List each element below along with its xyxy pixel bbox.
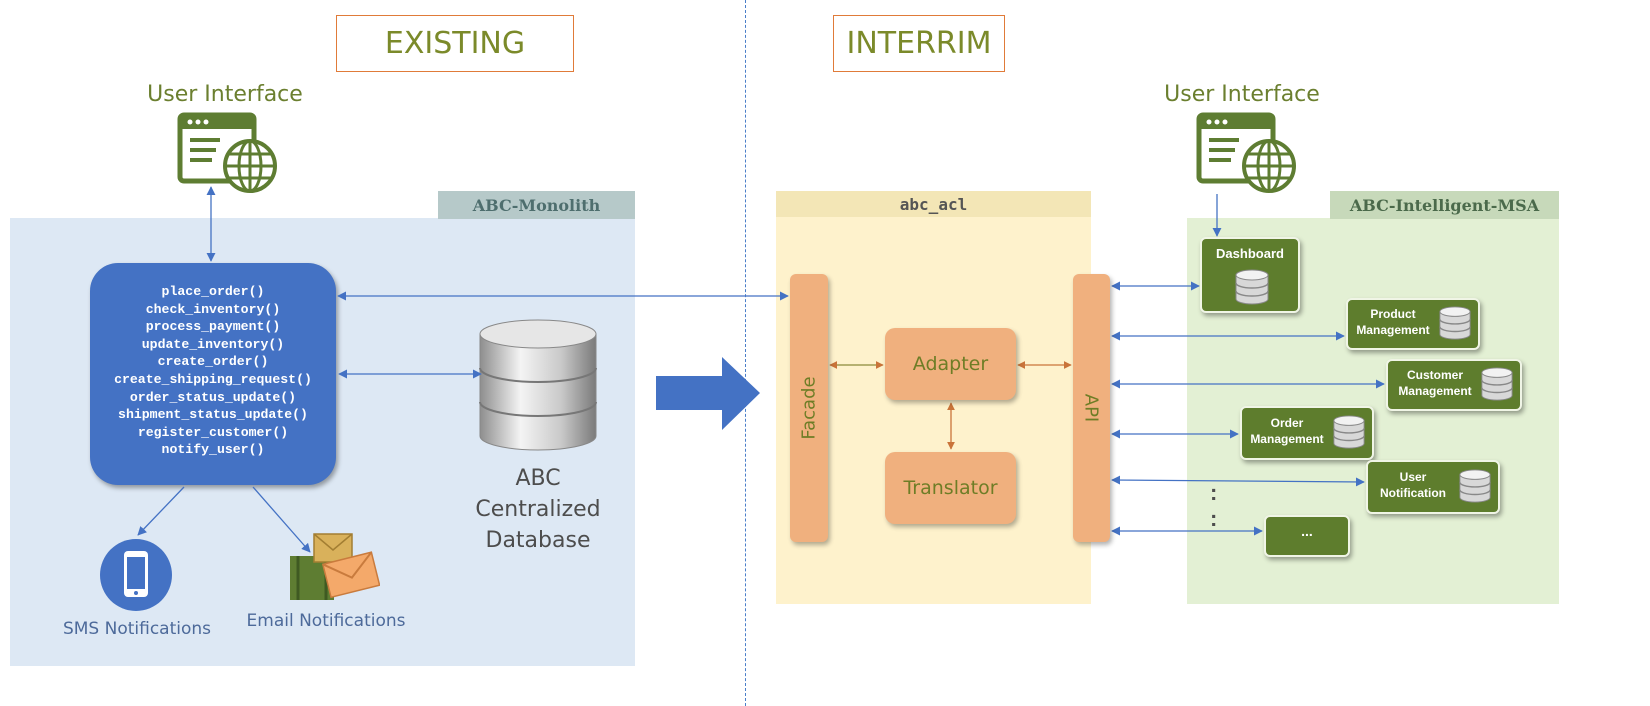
monolith-functions-box: place_order() check_inventory() process_…: [90, 263, 336, 485]
function-item: register_customer(): [137, 424, 289, 440]
facade-label: Facade: [798, 376, 820, 440]
envelope-icon: [288, 528, 381, 604]
user-notification-service: User Notification: [1366, 460, 1500, 514]
function-item: notify_user(): [161, 442, 265, 458]
facade-bar: [790, 274, 828, 542]
existing-ui-title: User Interface: [147, 82, 303, 107]
monolith-sms-connector: [137, 486, 185, 536]
small-database-icon: [1481, 367, 1513, 401]
monolith-label: ABC-Monolith: [438, 191, 635, 219]
function-item: process_payment(): [145, 319, 281, 335]
small-database-icon: [1439, 306, 1471, 340]
api-notification-connector: [1111, 475, 1365, 487]
interim-heading-text: INTERRIM: [846, 26, 992, 61]
api-bar: [1073, 274, 1110, 542]
dashboard-service: Dashboard: [1200, 237, 1300, 313]
database-caption: ABC Centralized Database: [475, 466, 601, 553]
customer-management-service: Customer Management: [1386, 359, 1522, 411]
small-database-icon: [1235, 269, 1269, 305]
function-item: create_order(): [157, 354, 269, 370]
more-services: ...: [1264, 515, 1350, 557]
small-database-icon: [1459, 469, 1491, 503]
acl-region: [776, 216, 1091, 604]
acl-label: abc_acl: [776, 191, 1091, 217]
order-management-service: Order Management: [1240, 406, 1374, 460]
transition-arrow: [656, 357, 760, 430]
function-item: check_inventory(): [145, 301, 281, 317]
adapter-box: Adapter: [885, 328, 1016, 400]
translator-box: Translator: [885, 452, 1016, 524]
small-database-icon: [1333, 415, 1365, 449]
function-item: shipment_status_update(): [118, 407, 308, 423]
function-item: create_shipping_request(): [114, 371, 312, 387]
interim-heading: INTERRIM: [833, 15, 1005, 72]
product-management-service: Product Management: [1346, 298, 1480, 350]
phone-icon: [98, 537, 174, 613]
browser-globe-icon: [176, 112, 280, 194]
monolith-email-connector: [252, 486, 311, 553]
function-item: update_inventory(): [141, 336, 285, 352]
api-label: API: [1080, 393, 1102, 423]
existing-heading: EXISTING: [336, 15, 574, 72]
email-caption: Email Notifications: [246, 611, 406, 631]
function-item: place_order(): [161, 284, 265, 299]
function-item: order_status_update(): [129, 389, 297, 405]
existing-heading-text: EXISTING: [384, 26, 526, 61]
database-icon: [476, 318, 600, 452]
msa-label: ABC-Intelligent-MSA: [1330, 191, 1559, 219]
vertical-ellipsis: : :: [1210, 480, 1218, 531]
sms-caption: SMS Notifications: [62, 619, 212, 639]
browser-globe-icon: [1195, 112, 1299, 194]
section-divider: [745, 0, 746, 706]
interim-ui-title: User Interface: [1164, 82, 1320, 107]
